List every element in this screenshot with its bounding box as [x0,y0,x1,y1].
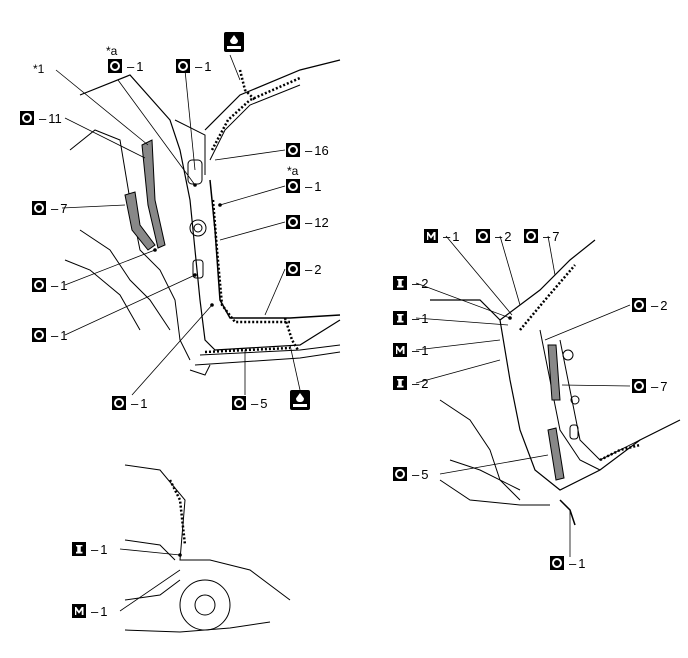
sealer-beads-left [204,69,301,354]
i-mark-icon [72,542,86,556]
callout-o7-right-top: –7 [524,228,559,244]
m-mark-icon [72,604,86,618]
i-mark-icon [393,376,407,390]
o-mark-icon [393,467,407,481]
callout-o5-left: –5 [232,395,267,411]
o-mark-icon [286,143,300,157]
o-mark-icon [632,298,646,312]
callout-o16: –16 [286,142,329,158]
sealer-fill-left [124,139,166,251]
callout-o2-left: –2 [286,261,321,277]
o-mark-icon [632,379,646,393]
o-mark-icon [176,59,190,73]
star-a-label: *a [106,44,118,58]
o-mark-icon [232,396,246,410]
callout-o7-right: –7 [632,378,667,394]
star-a-label-mid: *a [287,164,299,178]
i-mark-icon [393,311,407,325]
callout-o2-right-top: –2 [476,228,511,244]
o-mark-icon [20,111,34,125]
o-mark-icon [286,215,300,229]
callout-m1-small: –1 [72,603,107,619]
o-mark-icon [32,201,46,215]
o-mark-icon [286,262,300,276]
leader-dots [153,183,512,557]
star-1-label: *1 [33,62,45,76]
callout-o7-left: –7 [32,200,67,216]
o-mark-icon [112,396,126,410]
callout-m1-right-top: –1 [424,228,459,244]
sealer-gun-icon [290,390,310,410]
callout-o1-left-b: –1 [32,327,67,343]
callout-o11: –11 [20,110,62,126]
callout-o12: –12 [286,214,329,230]
m-mark-icon [424,229,438,243]
o-mark-icon [550,556,564,570]
callout-o2-right: –2 [632,297,667,313]
bottom-inset-drawing [124,464,291,633]
o-mark-icon [476,229,490,243]
o-mark-icon [108,59,122,73]
o-mark-icon [286,179,300,193]
callout-o1-left-a: –1 [32,277,67,293]
callout-i1-right: –1 [393,310,428,326]
callout-o1-top-right: –1 [176,58,211,74]
m-mark-icon [393,343,407,357]
callout-o5-right: –5 [393,466,428,482]
i-mark-icon [393,276,407,290]
callout-i1-small: –1 [72,541,107,557]
sealer-gun-icon [224,32,244,52]
callout-i2-right-b: –2 [393,375,428,391]
o-mark-icon [524,229,538,243]
callout-o1-right-bottom: –1 [550,555,585,571]
callout-i2-right-a: –2 [393,275,428,291]
leader-lines [55,54,631,612]
callout-o1-bottom: –1 [112,395,147,411]
callout-o1-mid: –1 [286,178,321,194]
callout-o1-top-left: –1 [108,58,143,74]
callout-m1-right: –1 [393,342,428,358]
o-mark-icon [32,278,46,292]
o-mark-icon [32,328,46,342]
